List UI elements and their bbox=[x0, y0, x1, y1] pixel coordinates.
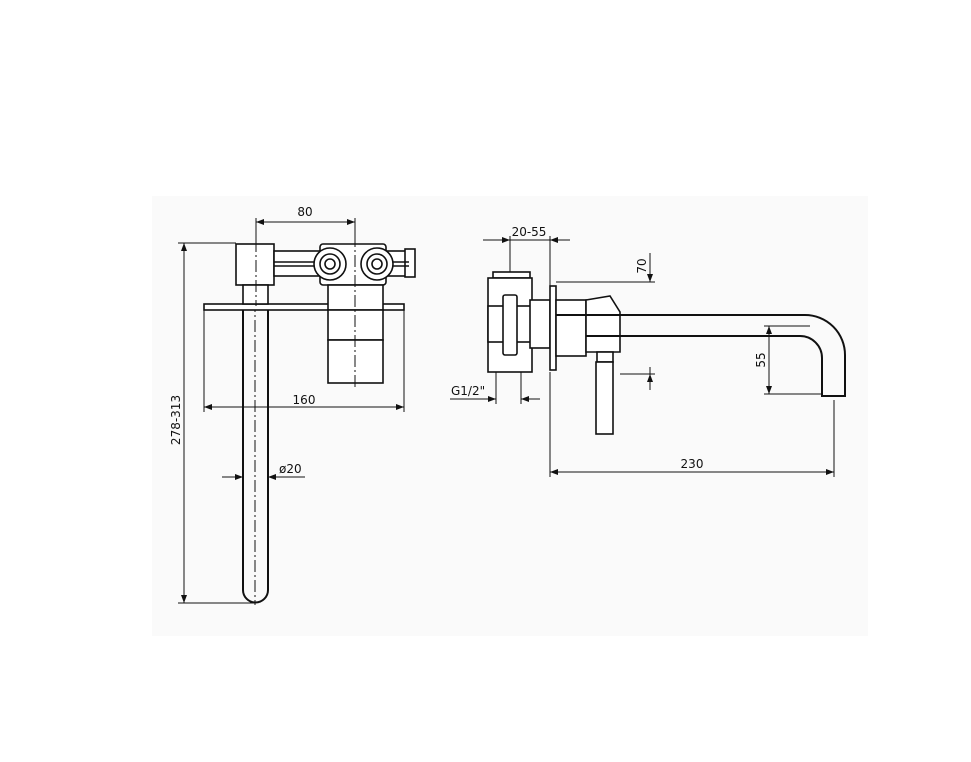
dim-80: 80 bbox=[255, 205, 356, 244]
dim-55: 55 bbox=[754, 325, 822, 395]
dim-20-55: 20-55 bbox=[483, 225, 570, 286]
dim-160-label: 160 bbox=[293, 393, 316, 407]
front-view: 80 278-313 160 bbox=[169, 205, 416, 605]
dim-278-313-label: 278-313 bbox=[169, 395, 183, 445]
dim-20-55-label: 20-55 bbox=[512, 225, 547, 239]
dim-160: 160 bbox=[203, 310, 405, 412]
dim-thread: G1/2" bbox=[450, 372, 540, 404]
side-view: 20-55 70 55 bbox=[450, 225, 846, 477]
dim-278-313: 278-313 bbox=[169, 242, 255, 604]
dim-diameter-20-label: ø20 bbox=[279, 462, 302, 476]
side-spout bbox=[556, 314, 846, 397]
dim-diameter-20: ø20 bbox=[222, 462, 305, 480]
side-lever bbox=[585, 295, 621, 435]
front-wall-plate bbox=[203, 303, 405, 311]
dim-230: 230 bbox=[549, 372, 835, 477]
dim-70: 70 bbox=[556, 253, 655, 390]
dim-70-label: 70 bbox=[635, 258, 649, 273]
front-mixer-body bbox=[235, 235, 416, 390]
dim-230-label: 230 bbox=[681, 457, 704, 471]
front-spout bbox=[242, 300, 269, 605]
dim-80-label: 80 bbox=[297, 205, 312, 219]
side-valve-body bbox=[487, 271, 587, 373]
dim-thread-label: G1/2" bbox=[451, 384, 485, 398]
dim-55-label: 55 bbox=[754, 352, 768, 367]
